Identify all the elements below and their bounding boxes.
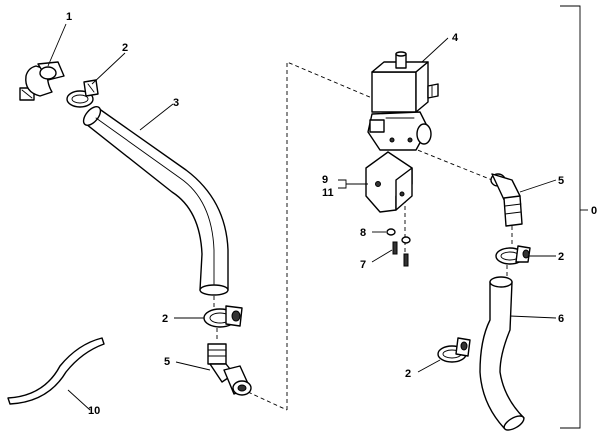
callout-6: 6 [558,313,564,325]
callout-2-mid-left: 2 [162,313,168,325]
bracket-part-9 [365,151,413,213]
solenoid-valve-part-4 [367,51,439,151]
hose-clamp-part-2-mid-left [203,305,243,328]
callout-8: 8 [360,227,366,239]
hose-part-6 [479,276,525,431]
center-lines [213,61,513,411]
tie-strap-part-10 [7,337,105,405]
callout-1: 1 [66,11,72,23]
elbow-connector-part-5-right [490,173,523,227]
callout-3: 3 [173,97,179,109]
hose-clamp-part-2-top [66,79,99,108]
washer-part-8 [386,228,411,244]
callout-5-right: 5 [558,175,564,187]
elbow-fitting-part-1 [19,61,65,101]
callout-2-bottom: 2 [405,368,411,380]
assembly-bracket [560,5,588,429]
callout-10: 10 [88,405,100,417]
callout-11: 11 [322,187,334,199]
screw-part-7 [392,241,409,267]
callout-5-left: 5 [164,356,170,368]
callout-0: 0 [591,205,597,217]
callout-7: 7 [360,259,366,271]
hose-clamp-part-2-bottom [437,337,471,363]
callout-2-right: 2 [558,251,564,263]
callout-4: 4 [452,32,459,44]
callout-9: 9 [322,174,328,186]
callout-2-top: 2 [122,42,128,54]
hose-clamp-part-2-right [495,245,531,265]
elbow-connector-part-5-left [207,343,252,396]
hose-part-3 [82,106,229,296]
